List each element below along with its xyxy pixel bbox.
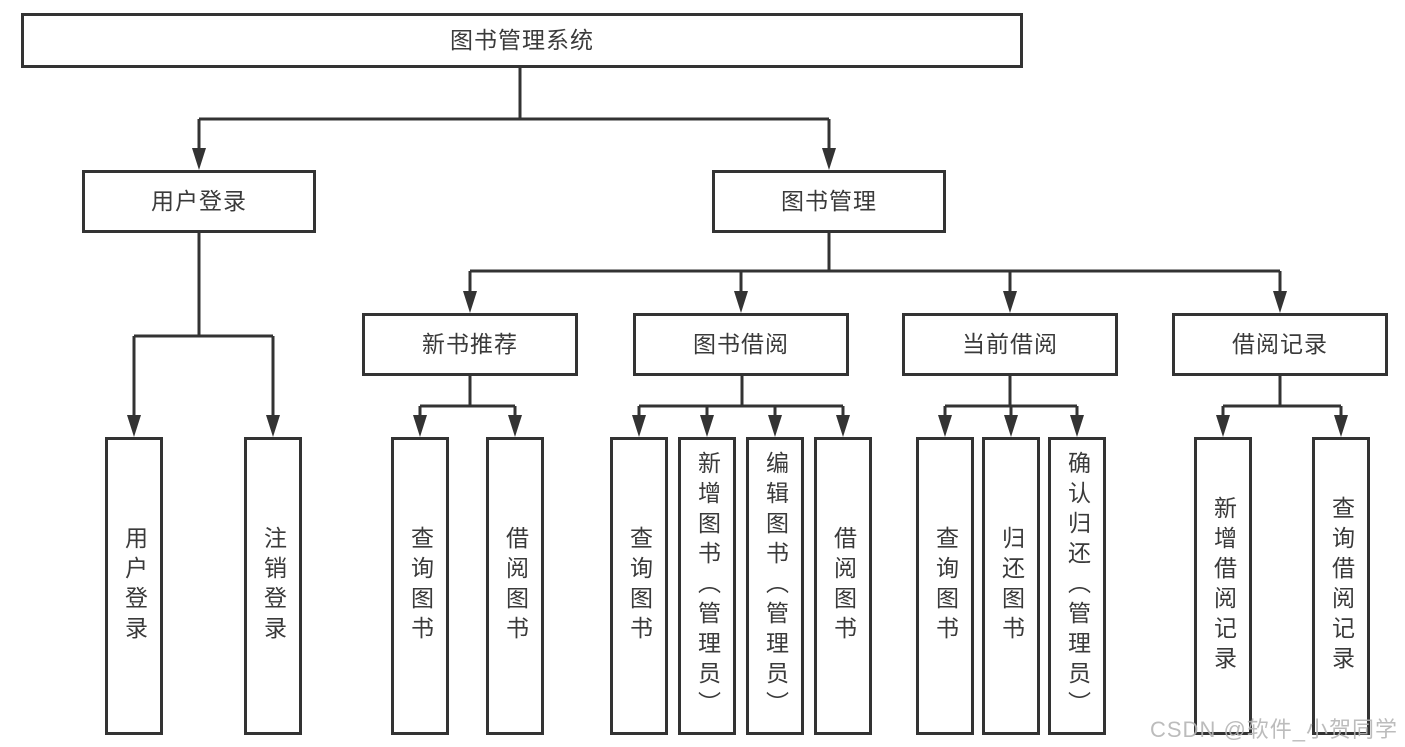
leaf-add-borrow-record-label: 新增借阅记录 <box>1210 496 1237 676</box>
leaf-add-books-admin: 新增图书（管理员） <box>678 437 736 735</box>
leaf-query-books-borrow: 查询图书 <box>610 437 668 735</box>
leaf-query-borrow-record-label: 查询借阅记录 <box>1328 496 1355 676</box>
leaf-user-login: 用户登录 <box>105 437 163 735</box>
tree-edges <box>132 68 1343 421</box>
node-current-borrowing: 当前借阅 <box>902 313 1118 376</box>
leaf-query-books-current-label: 查询图书 <box>932 526 959 646</box>
node-book-borrowing: 图书借阅 <box>633 313 849 376</box>
leaf-query-books-borrow-label: 查询图书 <box>626 526 653 646</box>
node-book-borrowing-label: 图书借阅 <box>693 331 789 357</box>
leaf-query-books-recommend-label: 查询图书 <box>407 526 434 646</box>
node-root: 图书管理系统 <box>21 13 1023 68</box>
leaf-confirm-return-admin: 确认归还（管理员） <box>1048 437 1106 735</box>
csdn-watermark: CSDN @软件_小贺同学 <box>1150 717 1399 742</box>
leaf-borrow-books-label: 借阅图书 <box>830 526 857 646</box>
node-new-book-recommend-label: 新书推荐 <box>422 331 518 357</box>
node-user-login: 用户登录 <box>82 170 316 233</box>
leaf-edit-books-admin: 编辑图书（管理员） <box>746 437 804 735</box>
leaf-return-books: 归还图书 <box>982 437 1040 735</box>
leaf-query-books-current: 查询图书 <box>916 437 974 735</box>
node-new-book-recommend: 新书推荐 <box>362 313 578 376</box>
node-borrowing-records-label: 借阅记录 <box>1232 331 1328 357</box>
leaf-confirm-return-admin-label: 确认归还（管理员） <box>1064 451 1091 721</box>
leaf-borrow-books-recommend-label: 借阅图书 <box>502 526 529 646</box>
leaf-add-borrow-record: 新增借阅记录 <box>1194 437 1252 735</box>
leaf-borrow-books-recommend: 借阅图书 <box>486 437 544 735</box>
node-book-management-label: 图书管理 <box>781 188 877 214</box>
node-user-login-label: 用户登录 <box>151 188 247 214</box>
leaf-user-login-label: 用户登录 <box>121 526 148 646</box>
node-current-borrowing-label: 当前借阅 <box>962 331 1058 357</box>
leaf-edit-books-admin-label: 编辑图书（管理员） <box>762 451 789 721</box>
leaf-query-books-recommend: 查询图书 <box>391 437 449 735</box>
arrowheads <box>127 148 1348 437</box>
leaf-query-borrow-record: 查询借阅记录 <box>1312 437 1370 735</box>
leaf-borrow-books: 借阅图书 <box>814 437 872 735</box>
leaf-return-books-label: 归还图书 <box>998 526 1025 646</box>
node-book-management: 图书管理 <box>712 170 946 233</box>
leaf-logout: 注销登录 <box>244 437 302 735</box>
leaf-add-books-admin-label: 新增图书（管理员） <box>694 451 721 721</box>
leaf-logout-label: 注销登录 <box>260 526 287 646</box>
node-borrowing-records: 借阅记录 <box>1172 313 1388 376</box>
node-root-label: 图书管理系统 <box>450 27 594 53</box>
